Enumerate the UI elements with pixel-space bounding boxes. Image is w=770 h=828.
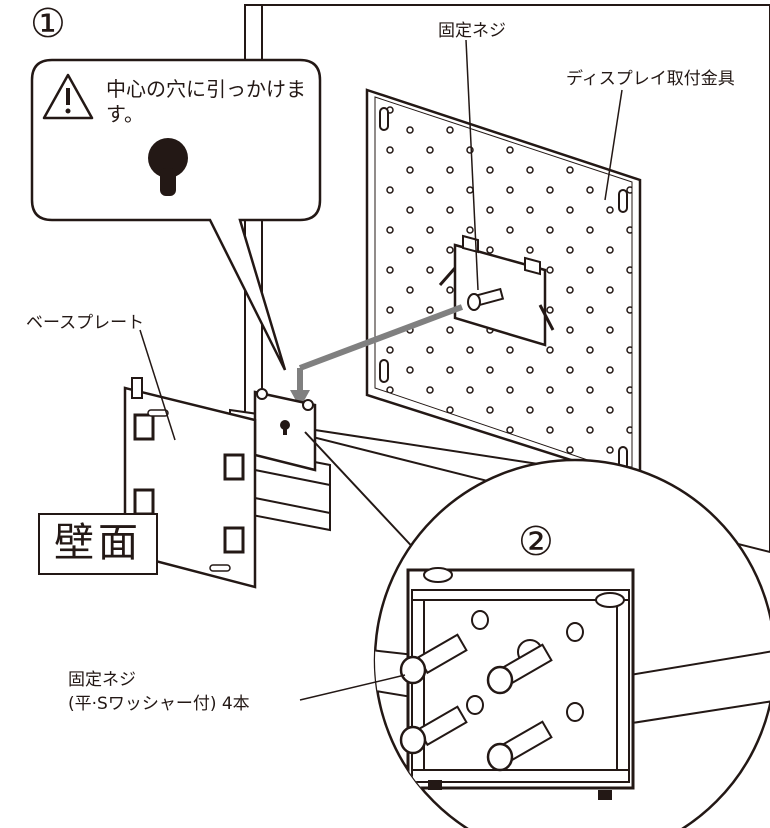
display-mount-plate bbox=[365, 88, 642, 484]
fixing-screw-label: 固定ネジ bbox=[438, 21, 506, 41]
warning-callout bbox=[30, 58, 322, 371]
mount-fixing-screw bbox=[467, 287, 505, 311]
fixing-screws-label: 固定ネジ (平·Sワッシャー付) 4本 bbox=[68, 668, 250, 716]
step-2-marker: ② bbox=[518, 519, 554, 565]
detail-screw bbox=[486, 720, 553, 772]
direction-arrow bbox=[290, 304, 464, 408]
display-mount-label: ディスプレイ取付金具 bbox=[566, 69, 735, 89]
zoom-lines bbox=[304, 429, 546, 556]
detail-screw bbox=[399, 705, 468, 755]
zoom-detail-circle bbox=[373, 458, 770, 828]
fixing-screws-label-line2: (平·Sワッシャー付) 4本 bbox=[68, 694, 250, 714]
warning-text: 中心の穴に引っかけます。 bbox=[106, 77, 306, 126]
keyhole-icon bbox=[148, 138, 188, 196]
detail-screw bbox=[399, 633, 468, 685]
base-plate-label: ベースプレート bbox=[26, 313, 145, 333]
leader-lines bbox=[139, 39, 623, 701]
fixing-screws-label-line1: 固定ネジ bbox=[68, 670, 136, 690]
warning-triangle-icon bbox=[42, 73, 94, 120]
wall-label: 壁面 bbox=[38, 513, 158, 575]
detail-screw bbox=[486, 643, 553, 695]
step-1-marker: ① bbox=[30, 1, 66, 47]
